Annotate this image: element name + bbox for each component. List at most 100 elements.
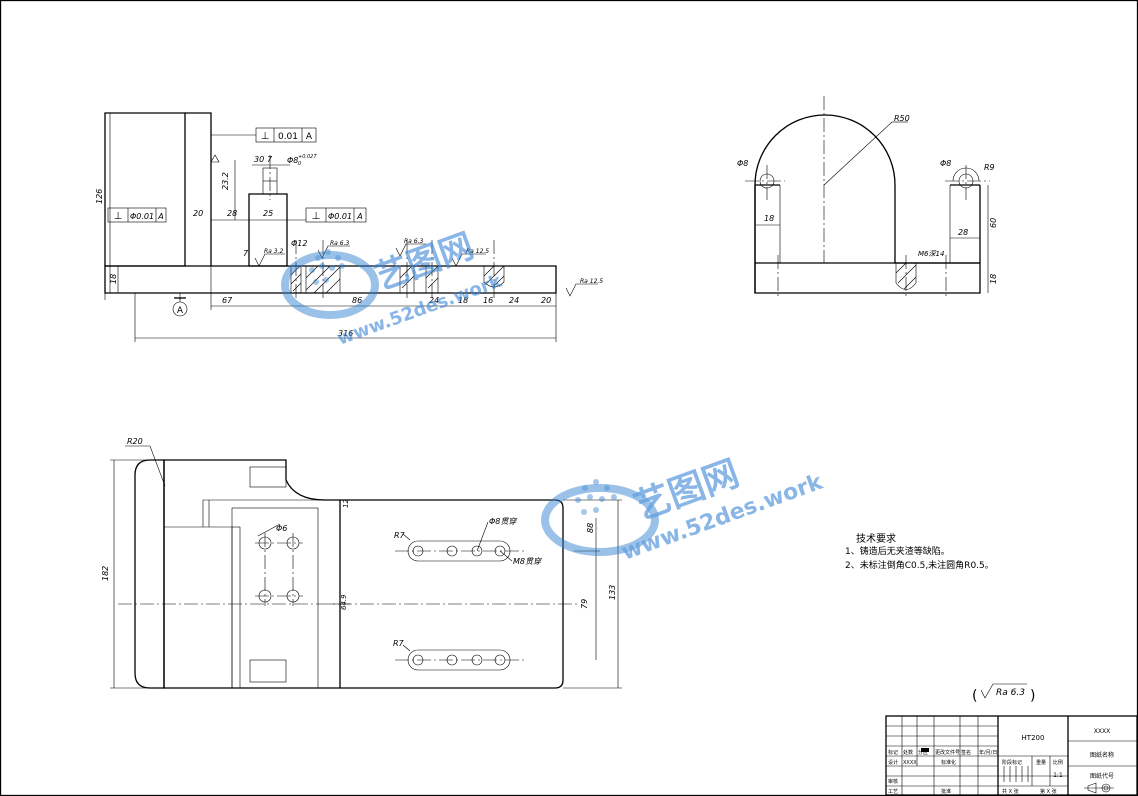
svg-text:0.01: 0.01 [278,132,298,142]
svg-text:20: 20 [541,296,551,305]
svg-text:18: 18 [458,296,468,305]
svg-text:60: 60 [989,218,998,228]
svg-text:阶段标记: 阶段标记 [1002,759,1022,766]
tolerance-frame-3: ⊥ Φ0.01 A [305,207,367,223]
svg-text:64.9: 64.9 [340,594,348,610]
watermark-front: 艺图网 www.52des.work [281,226,505,350]
svg-text:A: A [177,306,184,316]
hole-pattern [255,533,303,606]
svg-text:16: 16 [483,296,493,305]
technical-requirements: 技术要求 1、铸造后无夹渣等缺陷。 2、未标注倒角C0.5,未注圆角R0.5。 [845,532,994,571]
svg-text:⊥: ⊥ [312,211,321,222]
svg-text:25: 25 [263,209,273,218]
svg-text:Ra 6.3: Ra 6.3 [330,240,349,247]
tolerance-frame-2: ⊥ Φ0.01 A [107,207,167,223]
svg-text:R7: R7 [393,639,405,648]
svg-text:图纸名称: 图纸名称 [1090,751,1114,759]
svg-text:⊥: ⊥ [114,211,123,222]
svg-text:0: 0 [298,161,301,167]
tolerance-frame-1: ⊥ 0.01 A [211,127,317,143]
tech-requirements-title: 技术要求 [856,532,896,545]
svg-text:批准: 批准 [941,788,951,795]
svg-text:A: A [306,132,313,142]
svg-text:更改文件号: 更改文件号 [935,749,960,756]
svg-text:年/月/日: 年/月/日 [979,749,997,756]
svg-text:Ra 12.5: Ra 12.5 [466,248,489,255]
svg-text:67: 67 [222,296,233,305]
svg-text:标准化: 标准化 [941,759,956,766]
svg-text:签名: 签名 [961,749,971,756]
top-view: R20 182 12 Φ6 R7 Φ8贯穿 M8贯穿 R7 88 64.9 79… [101,437,622,689]
title-block: HT200 XXXX 图纸名称 图纸代号 1:1 标记 处数 分区 更改文件号 … [885,715,1138,796]
svg-text:XXXX: XXXX [903,760,917,766]
svg-text:Φ8: Φ8 [287,156,298,165]
svg-text:设计: 设计 [888,759,898,766]
svg-text:重量: 重量 [1036,759,1046,766]
svg-text:共 X 张: 共 X 张 [1002,788,1019,795]
projection-symbol-icon [1084,782,1114,794]
side-view: R50 Φ8 Φ8 R9 18 60 28 18 M6深14 [737,96,998,298]
svg-text:18: 18 [989,274,998,284]
svg-text:30: 30 [254,155,264,164]
svg-text:Φ0.01: Φ0.01 [130,212,154,221]
svg-text:7: 7 [243,249,249,258]
svg-text:Φ12: Φ12 [291,239,307,248]
svg-text:182: 182 [101,566,110,581]
svg-text:86: 86 [352,296,362,305]
svg-text:第 X 张: 第 X 张 [1040,788,1057,795]
svg-text:R9: R9 [984,163,995,172]
tech-requirement-1: 1、铸造后无夹渣等缺陷。 [845,545,950,557]
general-roughness-symbol: ( Ra 6.3 ) [972,683,1035,704]
svg-text:⊥: ⊥ [261,131,270,142]
svg-text:24: 24 [429,296,439,305]
svg-text:Φ8: Φ8 [940,159,951,168]
svg-text:A: A [157,212,163,221]
svg-text:79: 79 [580,599,589,609]
svg-text:图纸代号: 图纸代号 [1090,772,1114,780]
material: HT200 [1022,734,1045,742]
svg-text:工艺: 工艺 [888,789,898,795]
svg-text:126: 126 [95,189,104,204]
tech-requirement-2: 2、未标注倒角C0.5,未注圆角R0.5。 [845,559,994,571]
svg-text:1:1: 1:1 [1053,772,1063,779]
svg-text:M6深14: M6深14 [918,250,944,258]
watermark-top: 艺图网 www.52des.work [541,453,827,566]
svg-text:18: 18 [764,214,774,223]
svg-text:Ra 6.3: Ra 6.3 [404,238,423,245]
svg-text:R20: R20 [127,437,143,446]
svg-text:Φ8: Φ8 [737,159,748,168]
svg-text:28: 28 [227,209,237,218]
svg-text:18: 18 [109,274,118,284]
svg-text:分区: 分区 [918,749,928,756]
svg-text:XXXX: XXXX [1094,728,1110,735]
svg-text:标记: 标记 [888,749,898,756]
svg-text:24: 24 [509,296,519,305]
svg-text:Ra 6.3: Ra 6.3 [996,688,1025,698]
front-view: ⊥ 0.01 A ⊥ Φ0.01 A ⊥ Φ0.01 A A [95,112,603,342]
svg-text:+0.027: +0.027 [298,154,317,160]
svg-text:R50: R50 [894,114,910,123]
svg-text:Ra 3.2: Ra 3.2 [264,248,283,255]
svg-text:M8贯穿: M8贯穿 [513,557,542,566]
svg-text:Φ6: Φ6 [276,524,287,533]
svg-text:比例: 比例 [1053,759,1063,766]
svg-text:A: A [356,212,362,221]
svg-text:(: ( [972,688,977,704]
svg-text:316: 316 [338,329,353,338]
svg-text:12: 12 [342,499,350,508]
svg-text:23.2: 23.2 [221,172,230,190]
svg-text:处数: 处数 [903,749,913,756]
svg-text:): ) [1030,688,1035,704]
svg-text:28: 28 [958,228,968,237]
svg-text:20: 20 [193,209,203,218]
svg-text:Φ8贯穿: Φ8贯穿 [489,517,517,526]
svg-text:Ra 12.5: Ra 12.5 [580,278,603,285]
svg-text:Φ0.01: Φ0.01 [328,212,352,221]
svg-text:133: 133 [608,585,617,600]
svg-text:7: 7 [267,155,273,164]
datum-marker-a: A [172,293,188,317]
svg-text:审核: 审核 [888,778,898,785]
svg-text:R7: R7 [394,531,406,540]
